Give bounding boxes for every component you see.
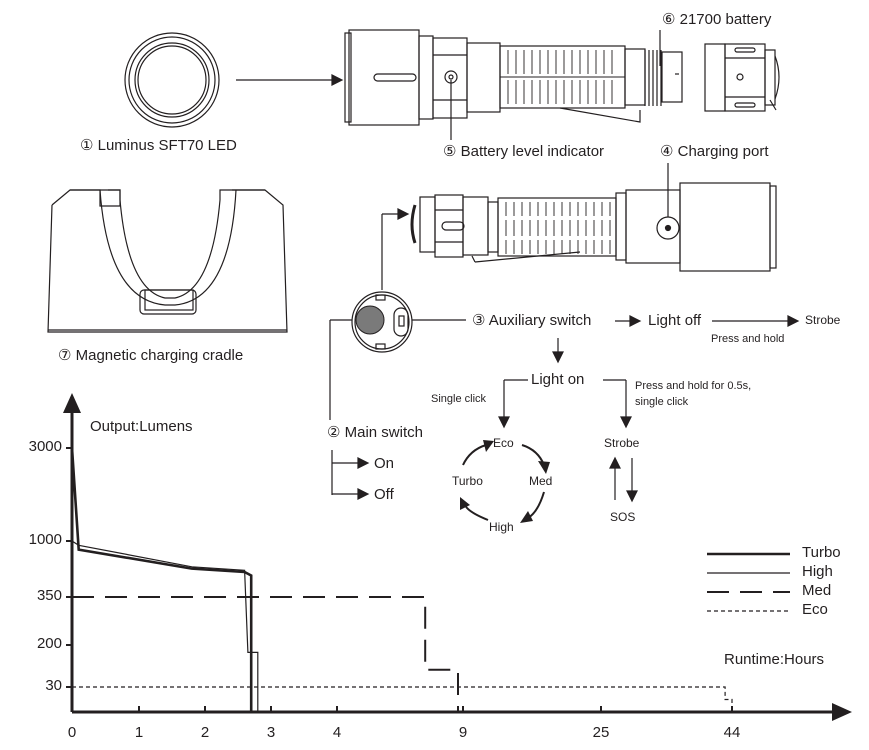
charging-port-label: ④ Charging port [660,142,769,160]
y-tick-label: 1000 [28,531,62,548]
aux-switch-label: ③ Auxiliary switch [472,311,591,329]
led-label: ① Luminus SFT70 LED [80,136,237,154]
series-line-high [71,540,259,712]
x-tick-label: 44 [723,724,741,741]
cradle-number: ⑦ [58,347,72,364]
light-off-state: Light off [648,312,702,329]
mode-high: High [489,520,514,534]
series-line-med [72,596,459,712]
y-axis-arrow [63,393,81,413]
x-tick-label: 0 [67,724,77,741]
battery-indicator-text: Battery level indicator [460,143,605,160]
y-tick-label: 350 [36,587,62,604]
light-off-action: Press and hold [711,333,785,345]
knurling [507,50,613,104]
tailcap-switch-icon [351,291,413,353]
led-pointer-arrow [236,74,344,86]
series-line-turbo [70,447,253,712]
battery-text: 21700 battery [679,11,772,28]
legend-label-turbo: Turbo [802,544,841,561]
main-switch-text: Main switch [344,424,423,441]
x-tick-label: 4 [332,724,342,741]
light-off-strobe: Strobe [805,313,841,327]
hold-action-line1: Press and hold for 0.5s, [635,380,752,392]
x-tick-label: 3 [266,724,276,741]
mode-strobe: Strobe [604,436,640,450]
cradle-icon [47,189,288,333]
x-tick-label: 1 [134,724,144,741]
light-on-state: Light on [531,371,585,388]
led-number: ① [80,137,94,154]
charging-port-text: Charging port [677,143,769,160]
battery-number: ⑥ [662,11,676,28]
single-click-action: Single click [431,393,487,405]
aux-flow-arrows [498,315,800,503]
battery-indicator-number: ⑤ [443,143,457,160]
mode-cycle-arrows [460,440,550,523]
x-axis-label: Runtime:Hours [724,651,825,668]
battery-label: ⑥ 21700 battery [662,10,771,28]
x-tick-label: 25 [592,724,610,741]
hold-action-line2: single click [635,396,689,408]
main-switch-on: On [374,455,395,472]
aux-switch-text: Auxiliary switch [488,312,592,329]
mode-turbo: Turbo [452,474,483,488]
legend-label-eco: Eco [802,601,828,618]
y-tick-label: 3000 [28,438,62,455]
mode-sos: SOS [610,510,636,524]
y-tick-label: 30 [45,677,62,694]
mode-med: Med [529,474,553,488]
cradle-label: ⑦ Magnetic charging cradle [58,346,243,364]
legend-label-med: Med [802,582,832,599]
y-axis-label: Output:Lumens [90,418,193,435]
switch-connector-lines [329,208,466,500]
battery-indicator-label: ⑤ Battery level indicator [443,142,604,160]
flashlight-exploded-icon [344,29,780,126]
main-switch-number: ② [327,424,341,441]
cradle-text: Magnetic charging cradle [75,347,244,364]
mode-eco: Eco [493,436,514,450]
legend-label-high: High [802,563,833,580]
x-tick-label: 9 [458,724,468,741]
led-text: Luminus SFT70 LED [97,137,237,154]
main-switch-off: Off [374,486,394,503]
charging-port-number: ④ [660,143,674,160]
aux-switch-number: ③ [472,312,486,329]
led-bezel-icon [124,32,220,128]
flashlight-assembled-icon [410,182,777,272]
y-tick-label: 200 [36,635,62,652]
main-switch-label: ② Main switch [327,423,423,441]
x-tick-label: 2 [200,724,210,741]
series-line-eco [72,686,733,712]
x-axis-arrow [832,703,852,721]
